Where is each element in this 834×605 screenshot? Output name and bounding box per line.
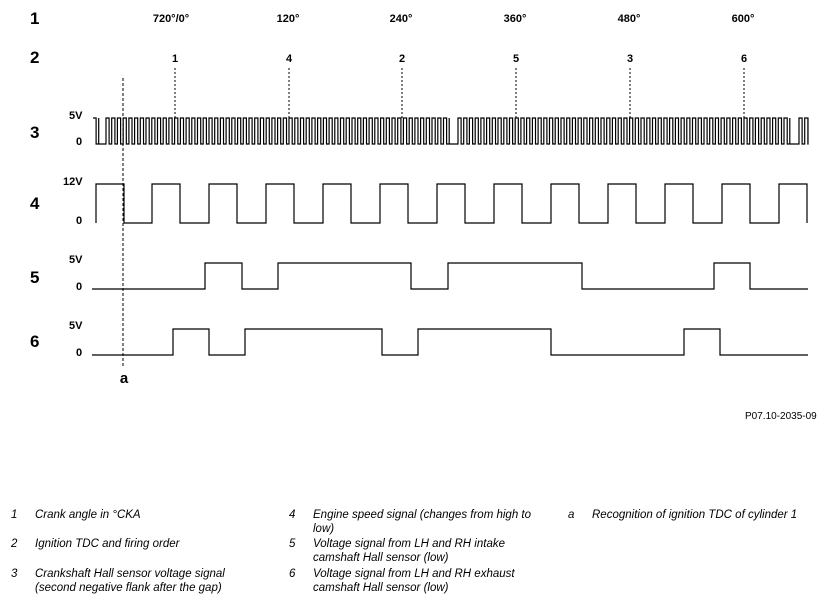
legend-text: Engine speed signal (changes from high t… <box>313 509 532 535</box>
crank-angle-label: 360° <box>504 13 527 25</box>
crankshaft-hall-signal <box>93 117 809 145</box>
row-number-1: 1 <box>30 9 39 28</box>
legend-text: Voltage signal from LH and RH exhaust ca… <box>313 568 515 594</box>
row-number-3: 3 <box>30 123 39 142</box>
row-number-4: 4 <box>30 194 40 213</box>
exhaust-high-level: 5V <box>69 320 83 332</box>
legend-number: 5 <box>289 538 296 550</box>
engine-speed-signal <box>95 183 808 224</box>
firing-order-label: 6 <box>741 53 747 65</box>
legend-text: Crankshaft Hall sensor voltage signal (s… <box>35 568 225 594</box>
crank-angle-label: 600° <box>732 13 755 25</box>
firing-order-label: 1 <box>172 53 178 65</box>
marker-a-label: a <box>120 370 129 387</box>
crank-angle-label: 480° <box>618 13 641 25</box>
crank-angle-label: 120° <box>277 13 300 25</box>
firing-order-label: 5 <box>513 53 519 65</box>
firing-order-label: 2 <box>399 53 405 65</box>
intake-low-level: 0 <box>76 281 82 293</box>
crank-angle-label: 240° <box>390 13 413 25</box>
legend-number: 6 <box>289 568 296 580</box>
signal-timing-diagram: 1 2 3 4 5 6 5V 0 12V 0 5V 0 5V 0 720°/0°… <box>30 9 809 387</box>
row-number-5: 5 <box>30 268 39 287</box>
crank-angle-label: 720°/0° <box>153 13 189 25</box>
firing-order-label: 4 <box>286 53 293 65</box>
legend-text: Ignition TDC and firing order <box>35 538 180 550</box>
exhaust-camshaft-signal <box>92 328 808 356</box>
intake-high-level: 5V <box>69 254 83 266</box>
legend-number: 3 <box>11 568 18 580</box>
speed-low-level: 0 <box>76 215 82 227</box>
legend-number: 4 <box>289 509 296 521</box>
row-number-6: 6 <box>30 332 39 351</box>
firing-order-label: 3 <box>627 53 633 65</box>
crank-high-level: 5V <box>69 110 83 122</box>
legend-number: 1 <box>11 509 18 521</box>
exhaust-low-level: 0 <box>76 347 82 359</box>
legend-text: Recognition of ignition TDC of cylinder … <box>592 509 798 521</box>
legend-number: 2 <box>11 538 18 550</box>
crank-low-level: 0 <box>76 136 82 148</box>
reference-code: P07.10-2035-09 <box>745 411 817 422</box>
speed-high-level: 12V <box>63 176 83 188</box>
row-number-2: 2 <box>30 48 39 67</box>
intake-camshaft-signal <box>92 262 808 290</box>
legend-number: a <box>568 509 575 521</box>
legend-text: Crank angle in °CKA <box>35 509 141 521</box>
legend-text: Voltage signal from LH and RH intake cam… <box>313 538 505 564</box>
